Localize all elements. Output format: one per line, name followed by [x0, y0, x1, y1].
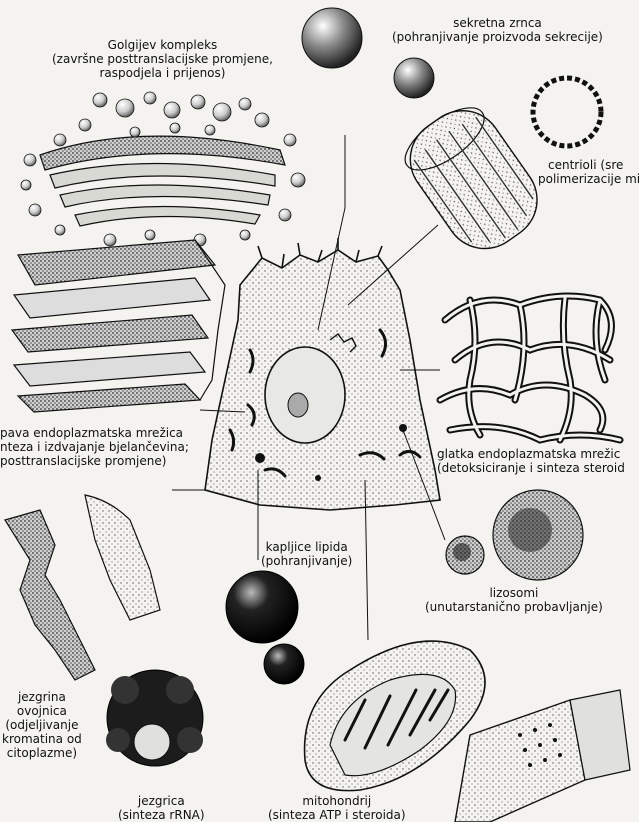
label-line: (odjeljivanje [5, 718, 79, 732]
label-title: jezgrina [17, 690, 66, 704]
label-lipid-droplets: kapljice lipida (pohranjivanje) [261, 540, 352, 568]
label-title: mitohondrij [302, 794, 372, 808]
label-line: ovojnica [16, 704, 67, 718]
secretory-granules-drawing [301, 7, 435, 99]
label-line: (detoksiciranje i sinteza steroid [437, 461, 625, 475]
label-line: citoplazme) [6, 746, 78, 760]
leader-lines [172, 135, 446, 641]
label-nuclear-envelope: jezgrina ovojnica (odjeljivanje kromatin… [2, 690, 82, 760]
label-golgi-complex: Golgijev kompleks (završne posttranslaci… [52, 38, 273, 80]
label-line: kromatina od [2, 732, 82, 746]
golgi-complex-drawing [20, 91, 306, 247]
label-title: pava endoplazmatska mrežica [0, 426, 184, 440]
label-line: (sinteza ATP i steroida) [268, 808, 406, 822]
label-line: posttranslacijske promjene) [0, 454, 167, 468]
nucleolus-drawing [106, 669, 204, 767]
label-centrioles: centrioli (sre polimerizacije mi [538, 158, 639, 186]
label-title: lizosomi [489, 586, 539, 600]
central-cell [204, 238, 441, 511]
label-line: polimerizacije mi [538, 172, 639, 186]
leader-golgi [317, 135, 346, 331]
cell-surface-drawing [454, 689, 631, 822]
label-line: nteza i izdvajanje bjelančevina; [0, 440, 189, 454]
label-title: centrioli (sre [548, 158, 624, 172]
label-rough-er: pava endoplazmatska mrežica nteza i izdv… [0, 426, 189, 468]
mitochondrion-drawing [303, 640, 486, 792]
lysosomes-drawing [445, 489, 584, 581]
label-line: (sinteza rRNA) [118, 808, 205, 822]
label-line: (unutarstanično probavljanje) [425, 600, 603, 614]
nuclear-envelope-drawing [4, 494, 161, 681]
label-lysosomes: lizosomi (unutarstanično probavljanje) [425, 586, 603, 614]
label-title: glatka endoplazmatska mrežic [437, 447, 621, 461]
centrioles-drawing [404, 75, 604, 250]
label-title: sekretna zrnca [453, 16, 542, 30]
label-line: (pohranjivanje) [261, 554, 353, 568]
smooth-er-drawing [436, 292, 624, 444]
label-title: kapljice lipida [265, 540, 348, 554]
label-title: jezgrica [137, 794, 185, 808]
label-smooth-er: glatka endoplazmatska mrežic (detoksicir… [437, 447, 625, 475]
rough-er-drawing [10, 239, 226, 413]
smooth-er-inner [438, 294, 622, 442]
lipid-droplets-drawing [225, 570, 305, 685]
label-line: (pohranjivanje proizvoda sekrecije) [392, 30, 603, 44]
label-mitochondrion: mitohondrij (sinteza ATP i steroida) [268, 794, 406, 822]
label-title: Golgijev kompleks [107, 38, 218, 52]
nucleus [264, 346, 346, 444]
label-secretory-granules: sekretna zrnca (pohranjivanje proizvoda … [392, 16, 603, 44]
label-line: (završne posttranslacijske promjene, [52, 52, 273, 66]
label-line: raspodjela i prijenos) [99, 66, 226, 80]
label-nucleolus: jezgrica (sinteza rRNA) [118, 794, 205, 822]
